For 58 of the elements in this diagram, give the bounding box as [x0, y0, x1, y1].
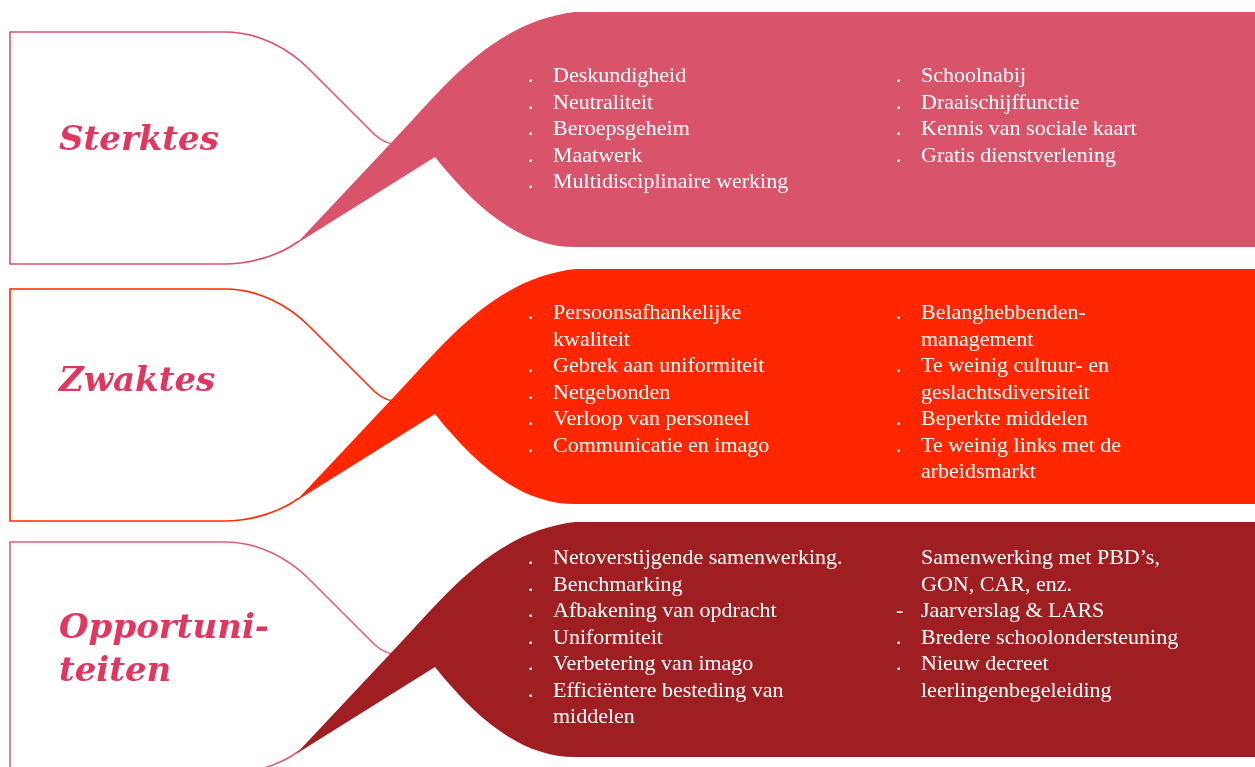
bullet-marker: . [896, 88, 902, 114]
bullet-marker: . [528, 405, 534, 430]
bullet-marker: . [528, 431, 534, 457]
bullet-marker: . [896, 431, 902, 457]
list-item: Gratis dienstverlening [921, 141, 1117, 168]
list-item: Belanghebbenden- management [921, 299, 1087, 352]
list-item: Verloop van personeel [553, 405, 751, 432]
list-item: Efficiëntere besteding van middelen [553, 676, 785, 730]
bullet-marker: . [896, 352, 902, 377]
list-item: Bredere schoolondersteuning [921, 623, 1180, 650]
list-item: Afbakening van opdracht [553, 597, 778, 624]
bullet-marker: . [528, 544, 534, 569]
bullet-marker: - [896, 597, 904, 622]
list-item: Neutraliteit [553, 88, 655, 115]
bullet-marker: . [528, 570, 534, 596]
list-item: Te weinig links met de arbeidsmarkt [921, 431, 1123, 485]
list-item: Nieuw decreet leerlingenbegeleiding [921, 650, 1113, 703]
bullet-marker: . [896, 62, 902, 87]
bullet-marker: . [528, 676, 534, 702]
bullet-marker: . [528, 168, 534, 193]
list-item: Schoolnabij [921, 62, 1028, 89]
list-item: Gebrek aan uniformiteit [553, 352, 766, 379]
list-item: Draaischijffunctie [921, 88, 1081, 115]
bullet-marker: . [896, 405, 902, 430]
list-item: Netgebonden [553, 378, 672, 405]
bullet-marker: . [896, 141, 902, 167]
bullet-marker: . [528, 88, 534, 114]
list-item: Maatwerk [553, 141, 644, 168]
list-item: Beperkte middelen [921, 405, 1089, 432]
bullet-marker: . [528, 141, 534, 167]
bullet-marker: . [528, 623, 534, 649]
section-title: Opportuni- teiten [59, 605, 270, 690]
bullet-marker: . [896, 115, 902, 140]
list-item: Netoverstijgende samenwerking. [553, 544, 844, 571]
bullet-marker: . [528, 299, 534, 324]
bullet-marker: . [528, 115, 534, 140]
list-item: Te weinig cultuur- en geslachtsdiversiteit [921, 352, 1110, 405]
list-item: Deskundigheid [553, 62, 688, 89]
bullet-marker: . [528, 352, 534, 377]
bullet-marker: . [896, 623, 902, 649]
section-title: Sterktes [59, 117, 220, 160]
list-item: Communicatie en imago [553, 431, 771, 458]
bullet-marker: . [528, 597, 534, 622]
section-title: Zwaktes [59, 358, 217, 401]
list-item: Jaarverslag & LARS [921, 597, 1106, 624]
bullet-marker: . [896, 299, 902, 324]
list-item: Kennis van sociale kaart [921, 115, 1138, 142]
bullet-marker: . [528, 650, 534, 675]
list-item: Beroepsgeheim [553, 115, 691, 142]
list-item: Samenwerking met PBD’s, GON, CAR, enz. [921, 544, 1161, 597]
list-item: Uniformiteit [553, 623, 664, 650]
list-item: Multidisciplinaire werking [553, 168, 790, 195]
bullet-marker: . [896, 650, 902, 675]
bullet-marker: . [528, 62, 534, 87]
bullet-marker: . [528, 378, 534, 404]
list-item: Persoonsafhankelijke kwaliteit [553, 299, 743, 352]
list-item: Verbetering van imago [553, 650, 755, 677]
list-item: Benchmarking [553, 570, 684, 597]
